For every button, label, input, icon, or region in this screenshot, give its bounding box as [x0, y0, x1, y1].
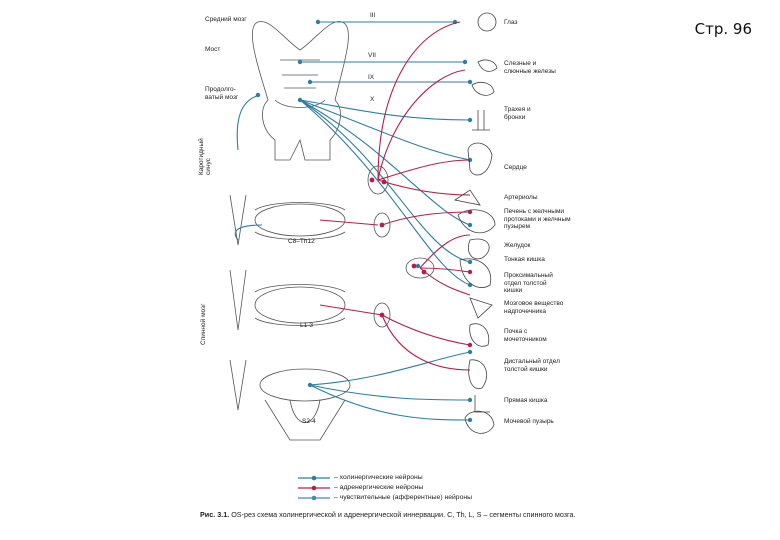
organ-distal-colon: Дистальный отдел толстой кишки — [504, 358, 560, 373]
organ-eye: Глаз — [504, 19, 518, 26]
label-medulla: Продолго- ватый мозг — [205, 86, 239, 101]
label-midbrain: Средний мозг — [205, 16, 247, 23]
legend-afferent: – чувствительные (афферентные) нейроны — [334, 494, 473, 501]
organ-glands: Слезные и слюнные железы — [504, 60, 556, 75]
nerve-label-x: X — [370, 96, 375, 103]
cholinergic-fibers — [234, 21, 471, 421]
label-spinal-cord: Спинной мозг — [200, 303, 207, 345]
legend-cholinergic: – холинергические нейроны — [334, 474, 423, 481]
organ-kidney: Почка с мочеточником — [504, 328, 547, 343]
organ-trachea: Трахея и бронхи — [504, 106, 531, 121]
spinal-section-thoracic — [229, 194, 346, 246]
organ-small-intestine: Тонкая кишка — [504, 256, 545, 263]
organ-arterioles: Артериолы — [504, 194, 538, 201]
label-carotid-sinus: Каротидный синус — [198, 138, 212, 175]
organ-rectum: Прямая кишка — [504, 397, 548, 404]
segment-thoracic: C8–Th12 — [288, 238, 315, 245]
organ-liver: Печень с желчными протоками и желчным пу… — [504, 208, 571, 230]
legend-markers — [298, 475, 330, 501]
organ-stomach: Желудок — [504, 242, 531, 249]
nerve-label-vii: VII — [368, 52, 376, 59]
sympathetic-ganglia — [367, 165, 435, 328]
organ-heart: Сердце — [504, 164, 527, 171]
spinal-section-sacral — [229, 359, 351, 441]
caption-prefix: Рис. 3.1. — [200, 510, 230, 519]
organ-adrenal-medulla: Мозговое вещество надпочечника — [504, 300, 564, 315]
nerve-label-iii: III — [370, 12, 376, 19]
organ-proximal-colon: Проксимальный отдел толстой кишки — [504, 272, 553, 294]
segment-sacral: S2-4 — [302, 418, 316, 425]
brainstem — [251, 21, 349, 161]
organ-shapes — [453, 12, 498, 434]
segment-lumbar: L1-3 — [300, 322, 314, 329]
page-number: Стр. 96 — [694, 20, 752, 38]
label-pons: Мост — [205, 46, 221, 53]
legend-adrenergic: – адренергические нейроны — [334, 484, 424, 491]
caption-text: ОS-рез схема холинергической и адренерги… — [229, 510, 576, 519]
figure-caption: Рис. 3.1. ОS-рез схема холинергической и… — [200, 510, 600, 519]
spinal-section-lumbar — [229, 269, 346, 331]
nerve-label-ix: IX — [368, 74, 375, 81]
adrenergic-nodes — [369, 177, 473, 348]
organ-bladder: Мочевой пузырь — [504, 418, 554, 425]
adrenergic-fibers — [319, 21, 471, 371]
